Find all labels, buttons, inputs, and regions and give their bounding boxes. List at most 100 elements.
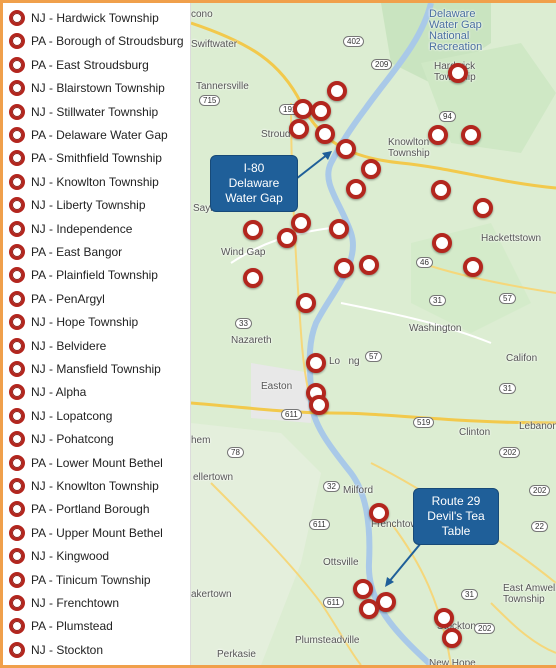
location-item[interactable]: NJ - Hope Township bbox=[9, 311, 138, 333]
pin-icon bbox=[9, 150, 25, 167]
location-label: NJ - Alpha bbox=[31, 385, 87, 400]
location-item[interactable]: PA - Upper Mount Bethel bbox=[9, 522, 163, 544]
location-marker[interactable] bbox=[329, 219, 349, 239]
location-item[interactable]: PA - Lower Mount Bethel bbox=[9, 452, 163, 474]
location-item[interactable]: NJ - Hardwick Township bbox=[9, 7, 159, 29]
location-item[interactable]: NJ - Liberty Township bbox=[9, 194, 146, 216]
location-item[interactable]: NJ - Independence bbox=[9, 218, 132, 240]
location-item[interactable]: PA - PenArgyl bbox=[9, 288, 105, 310]
location-marker[interactable] bbox=[461, 125, 481, 145]
location-label: PA - East Stroudsburg bbox=[31, 57, 149, 72]
pin-icon bbox=[9, 56, 25, 73]
location-marker[interactable] bbox=[432, 233, 452, 253]
pin-icon bbox=[9, 267, 25, 284]
location-label: NJ - Hope Township bbox=[31, 315, 139, 330]
map-place-label: Milford bbox=[343, 485, 374, 496]
location-marker[interactable] bbox=[311, 101, 331, 121]
location-item[interactable]: NJ - Stockton bbox=[9, 639, 103, 661]
location-marker[interactable] bbox=[442, 628, 462, 648]
pin-icon bbox=[9, 290, 25, 307]
location-marker[interactable] bbox=[359, 255, 379, 275]
location-label: NJ - Belvidere bbox=[31, 338, 107, 353]
location-item[interactable]: NJ - Pohatcong bbox=[9, 428, 114, 450]
pin-icon bbox=[9, 244, 25, 260]
location-marker[interactable] bbox=[277, 228, 297, 248]
location-label: PA - Delaware Water Gap bbox=[31, 128, 168, 142]
pin-icon bbox=[9, 10, 25, 26]
location-marker[interactable] bbox=[346, 179, 366, 199]
location-item[interactable]: NJ - Knowlton Township bbox=[9, 475, 159, 497]
map-view[interactable]: Delaware Water Gap National RecreationHa… bbox=[191, 3, 556, 665]
location-marker[interactable] bbox=[243, 268, 263, 288]
map-place-label: cono bbox=[191, 9, 213, 20]
road-shield: 57 bbox=[365, 351, 382, 362]
road-shield: 202 bbox=[529, 485, 551, 496]
location-label: PA - PenArgyl bbox=[31, 291, 105, 306]
location-item[interactable]: PA - East Stroudsburg bbox=[9, 54, 149, 76]
location-marker[interactable] bbox=[296, 293, 316, 313]
location-item[interactable]: PA - Smithfield Township bbox=[9, 147, 162, 169]
location-item[interactable]: NJ - Belvidere bbox=[9, 335, 106, 357]
location-marker[interactable] bbox=[315, 124, 335, 144]
location-marker[interactable] bbox=[293, 99, 313, 119]
location-item[interactable]: NJ - Knowlton Township bbox=[9, 171, 159, 193]
location-marker[interactable] bbox=[361, 159, 381, 179]
location-item[interactable]: PA - East Bangor bbox=[9, 241, 122, 263]
location-marker[interactable] bbox=[353, 579, 373, 599]
callout-line: I-80 bbox=[243, 161, 265, 175]
location-marker[interactable] bbox=[376, 592, 396, 612]
map-place-label: Wind Gap bbox=[221, 247, 266, 258]
map-place-label: Washington bbox=[409, 323, 462, 334]
location-marker[interactable] bbox=[243, 220, 263, 240]
road-shield: 57 bbox=[499, 293, 516, 304]
location-label: NJ - Stockton bbox=[31, 642, 104, 657]
location-item[interactable]: PA - Plumstead bbox=[9, 615, 113, 637]
location-marker[interactable] bbox=[473, 198, 493, 218]
location-marker[interactable] bbox=[327, 81, 347, 101]
location-label: NJ - Lopatcong bbox=[31, 408, 113, 423]
location-marker[interactable] bbox=[434, 608, 454, 628]
location-item[interactable]: PA - Delaware Water Gap bbox=[9, 124, 168, 146]
location-label: NJ - Frenchtown bbox=[31, 596, 120, 610]
pin-icon bbox=[9, 361, 25, 377]
location-marker[interactable] bbox=[336, 139, 356, 159]
road-shield: 209 bbox=[371, 59, 393, 70]
location-label: PA - Portland Borough bbox=[31, 502, 150, 517]
road-shield: 202 bbox=[474, 623, 496, 634]
map-place-label: Perkasie bbox=[217, 649, 256, 660]
road-shield: 31 bbox=[461, 589, 478, 600]
pin-icon bbox=[9, 454, 25, 471]
location-label: PA - Plumstead bbox=[31, 619, 113, 634]
location-marker[interactable] bbox=[463, 257, 483, 277]
location-item[interactable]: NJ - Mansfield Township bbox=[9, 358, 161, 380]
location-item[interactable]: PA - Borough of Stroudsburg bbox=[9, 30, 184, 52]
location-marker[interactable] bbox=[289, 119, 309, 139]
location-marker[interactable] bbox=[306, 353, 326, 373]
location-item[interactable]: NJ - Lopatcong bbox=[9, 405, 112, 427]
location-item[interactable]: PA - Portland Borough bbox=[9, 498, 150, 520]
location-marker[interactable] bbox=[428, 125, 448, 145]
location-item[interactable]: NJ - Frenchtown bbox=[9, 592, 119, 614]
pin-icon bbox=[9, 407, 25, 424]
location-item[interactable]: PA - Plainfield Township bbox=[9, 264, 158, 286]
location-item[interactable]: NJ - Blairstown Township bbox=[9, 77, 165, 99]
location-marker[interactable] bbox=[431, 180, 451, 200]
location-marker[interactable] bbox=[334, 258, 354, 278]
location-item[interactable]: PA - Tinicum Township bbox=[9, 569, 151, 591]
location-label: PA - Lower Mount Bethel bbox=[31, 455, 163, 470]
location-item[interactable]: NJ - Alpha bbox=[9, 381, 86, 403]
location-marker[interactable] bbox=[448, 63, 468, 83]
road-shield: 33 bbox=[235, 318, 252, 329]
map-place-label: ellertown bbox=[193, 472, 234, 483]
location-marker[interactable] bbox=[369, 503, 389, 523]
location-label: PA - Upper Mount Bethel bbox=[31, 525, 163, 540]
map-place-label: Califon bbox=[506, 353, 538, 364]
road-shield: 46 bbox=[416, 257, 433, 268]
location-item[interactable]: NJ - Kingwood bbox=[9, 545, 109, 567]
location-marker[interactable] bbox=[291, 213, 311, 233]
location-item[interactable]: NJ - Stillwater Township bbox=[9, 101, 158, 123]
location-marker[interactable] bbox=[359, 599, 379, 619]
location-label: NJ - Hardwick Township bbox=[31, 11, 159, 25]
location-marker[interactable] bbox=[309, 395, 329, 415]
